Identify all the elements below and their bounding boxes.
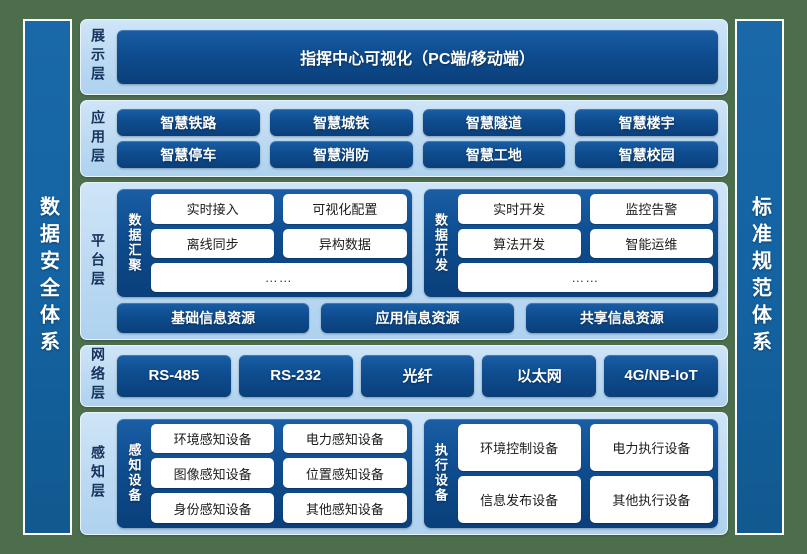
development-row-1: 实时开发 监控告警 bbox=[457, 194, 713, 224]
platform-group-data-development-grid: 实时开发 监控告警 算法开发 智能运维 …… bbox=[453, 194, 713, 292]
chip-realtime-development[interactable]: 实时开发 bbox=[457, 194, 581, 224]
layer-application-body: 智慧铁路 智慧城铁 智慧隧道 智慧楼宇 智慧停车 智慧消防 智慧工地 智慧校园 bbox=[115, 101, 727, 177]
sensing-row-2: 图像感知设备 位置感知设备 bbox=[151, 458, 407, 489]
perception-group-sensing-devices-label: 感知设备 bbox=[126, 443, 142, 504]
resource-shared-information[interactable]: 共享信息资源 bbox=[525, 302, 718, 333]
aggregation-row-2: 离线同步 异构数据 bbox=[151, 228, 407, 258]
chip-aggregation-ellipsis[interactable]: …… bbox=[151, 262, 407, 292]
chip-identity-sensing-device[interactable]: 身份感知设备 bbox=[151, 493, 275, 523]
perception-group-actuating-devices: 执行设备 环境控制设备 电力执行设备 信息发布设备 其他执行设备 bbox=[423, 418, 718, 528]
resource-basic-information[interactable]: 基础信息资源 bbox=[117, 302, 310, 333]
network-item-4g-nbiot[interactable]: 4G/NB-IoT bbox=[604, 354, 718, 397]
sensing-row-1: 环境感知设备 电力感知设备 bbox=[151, 423, 407, 454]
resource-application-information[interactable]: 应用信息资源 bbox=[321, 302, 514, 333]
chip-monitoring-alarm[interactable]: 监控告警 bbox=[589, 194, 713, 224]
aggregation-row-3: …… bbox=[151, 262, 407, 292]
layer-display: 展示层 指挥中心可视化（PC端/移动端） bbox=[80, 19, 728, 95]
application-row-2: 智慧停车 智慧消防 智慧工地 智慧校园 bbox=[117, 141, 718, 169]
aggregation-row-1: 实时接入 可视化配置 bbox=[151, 194, 407, 224]
layer-platform-title: 平台层 bbox=[90, 232, 106, 290]
perception-group-sensing-devices: 感知设备 环境感知设备 电力感知设备 图像感知设备 位置感知设备 身份感知设备 bbox=[117, 418, 412, 528]
app-item-smart-firefighting[interactable]: 智慧消防 bbox=[269, 141, 413, 169]
network-item-ethernet[interactable]: 以太网 bbox=[482, 354, 597, 397]
layer-display-body: 指挥中心可视化（PC端/移动端） bbox=[115, 20, 727, 94]
development-row-3: …… bbox=[457, 262, 713, 292]
actuating-row-1: 环境控制设备 电力执行设备 bbox=[457, 423, 713, 471]
actuating-row-2: 信息发布设备 其他执行设备 bbox=[457, 475, 713, 523]
app-item-smart-campus[interactable]: 智慧校园 bbox=[575, 141, 718, 169]
platform-groups: 数据汇聚 实时接入 可视化配置 离线同步 异构数据 …… bbox=[117, 189, 718, 297]
app-item-smart-parking[interactable]: 智慧停车 bbox=[117, 141, 260, 169]
layer-perception-title: 感知层 bbox=[90, 444, 106, 502]
chip-environment-sensing-device[interactable]: 环境感知设备 bbox=[151, 423, 275, 454]
right-pillar-standards: 标准规范体系 bbox=[735, 19, 784, 535]
layer-network-body: RS-485 RS-232 光纤 以太网 4G/NB-IoT bbox=[115, 346, 727, 406]
left-pillar-label: 数据安全体系 bbox=[36, 196, 59, 358]
chip-power-sensing-device[interactable]: 电力感知设备 bbox=[283, 423, 407, 454]
display-banner-command-center[interactable]: 指挥中心可视化（PC端/移动端） bbox=[117, 29, 718, 84]
chip-environment-control-device[interactable]: 环境控制设备 bbox=[457, 423, 581, 471]
network-items: RS-485 RS-232 光纤 以太网 4G/NB-IoT bbox=[117, 354, 718, 397]
platform-group-data-aggregation-grid: 实时接入 可视化配置 离线同步 异构数据 …… bbox=[146, 194, 407, 292]
development-row-2: 算法开发 智能运维 bbox=[457, 228, 713, 258]
chip-position-sensing-device[interactable]: 位置感知设备 bbox=[283, 458, 407, 489]
chip-realtime-ingest[interactable]: 实时接入 bbox=[151, 194, 275, 224]
platform-group-data-development: 数据开发 实时开发 监控告警 算法开发 智能运维 …… bbox=[423, 189, 718, 297]
chip-image-sensing-device[interactable]: 图像感知设备 bbox=[151, 458, 275, 489]
layer-display-title: 展示层 bbox=[90, 28, 106, 86]
perception-groups: 感知设备 环境感知设备 电力感知设备 图像感知设备 位置感知设备 身份感知设备 bbox=[117, 418, 718, 528]
perception-group-actuating-devices-grid: 环境控制设备 电力执行设备 信息发布设备 其他执行设备 bbox=[453, 423, 713, 523]
chip-other-actuating-device[interactable]: 其他执行设备 bbox=[589, 475, 713, 523]
layer-platform: 平台层 数据汇聚 实时接入 可视化配置 离线同步 bbox=[80, 182, 728, 340]
app-item-smart-construction-site[interactable]: 智慧工地 bbox=[422, 141, 566, 169]
right-pillar-label: 标准规范体系 bbox=[748, 196, 771, 358]
app-item-smart-urban-rail[interactable]: 智慧城铁 bbox=[269, 109, 413, 137]
perception-group-sensing-devices-grid: 环境感知设备 电力感知设备 图像感知设备 位置感知设备 身份感知设备 其他感知设… bbox=[146, 423, 407, 524]
layer-application-title: 应用层 bbox=[90, 110, 106, 168]
chip-intelligent-operations[interactable]: 智能运维 bbox=[589, 228, 713, 258]
platform-group-data-aggregation: 数据汇聚 实时接入 可视化配置 离线同步 异构数据 …… bbox=[117, 189, 412, 297]
layer-platform-body: 数据汇聚 实时接入 可视化配置 离线同步 异构数据 …… bbox=[115, 183, 727, 338]
layer-perception: 感知层 感知设备 环境感知设备 电力感知设备 图像感知设备 bbox=[80, 411, 728, 535]
network-item-rs485[interactable]: RS-485 bbox=[117, 354, 231, 397]
chip-visual-configuration[interactable]: 可视化配置 bbox=[283, 194, 407, 224]
chip-development-ellipsis[interactable]: …… bbox=[457, 262, 713, 292]
chip-algorithm-development[interactable]: 算法开发 bbox=[457, 228, 581, 258]
platform-group-data-development-label: 数据开发 bbox=[433, 213, 448, 274]
app-item-smart-building[interactable]: 智慧楼宇 bbox=[575, 109, 718, 137]
perception-group-actuating-devices-label: 执行设备 bbox=[433, 443, 448, 504]
layer-network-title: 网络层 bbox=[90, 347, 106, 405]
platform-group-data-aggregation-label: 数据汇聚 bbox=[126, 213, 142, 274]
platform-resource-row: 基础信息资源 应用信息资源 共享信息资源 bbox=[117, 302, 718, 333]
chip-information-release-device[interactable]: 信息发布设备 bbox=[457, 475, 581, 523]
chip-offline-sync[interactable]: 离线同步 bbox=[151, 228, 275, 258]
chip-power-actuating-device[interactable]: 电力执行设备 bbox=[589, 423, 713, 471]
network-item-rs232[interactable]: RS-232 bbox=[238, 354, 353, 397]
layer-application: 应用层 智慧铁路 智慧城铁 智慧隧道 智慧楼宇 智慧停车 智慧消防 智慧工地 智… bbox=[80, 99, 728, 178]
layer-network: 网络层 RS-485 RS-232 光纤 以太网 4G/NB-IoT bbox=[80, 344, 728, 407]
application-row-1: 智慧铁路 智慧城铁 智慧隧道 智慧楼宇 bbox=[117, 109, 718, 137]
app-item-smart-railway[interactable]: 智慧铁路 bbox=[117, 109, 260, 137]
chip-heterogeneous-data[interactable]: 异构数据 bbox=[283, 228, 407, 258]
app-item-smart-tunnel[interactable]: 智慧隧道 bbox=[422, 109, 566, 137]
sensing-row-3: 身份感知设备 其他感知设备 bbox=[151, 493, 407, 523]
layer-perception-body: 感知设备 环境感知设备 电力感知设备 图像感知设备 位置感知设备 身份感知设备 bbox=[115, 413, 727, 535]
network-item-optical-fiber[interactable]: 光纤 bbox=[360, 354, 475, 397]
chip-other-sensing-device[interactable]: 其他感知设备 bbox=[283, 493, 407, 523]
left-pillar-data-security: 数据安全体系 bbox=[23, 19, 72, 535]
layer-stack: 展示层 指挥中心可视化（PC端/移动端） 应用层 智慧铁路 智慧城铁 智慧隧道 … bbox=[80, 19, 728, 535]
